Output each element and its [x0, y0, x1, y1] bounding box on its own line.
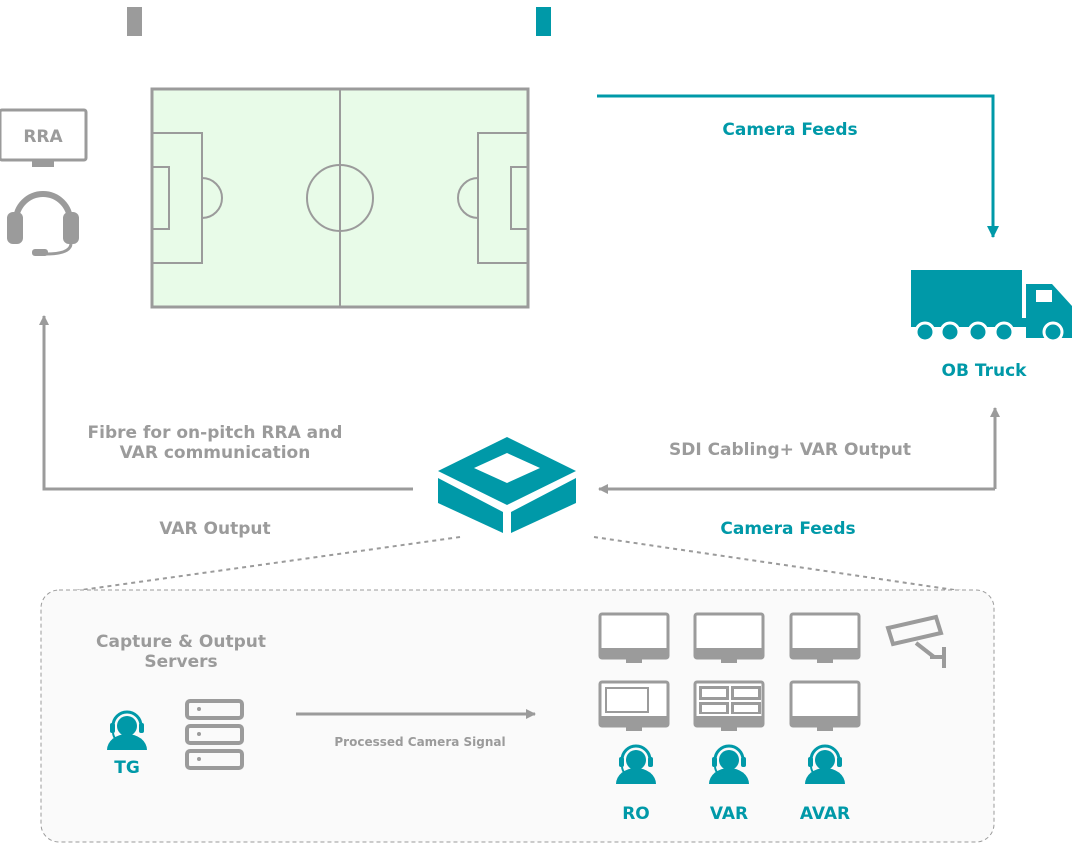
capture-servers-label-line2: Servers: [144, 652, 217, 672]
fibre-label-line2: VAR communication: [120, 443, 311, 463]
zoom-line-left: [59, 536, 461, 594]
sdi-output-label: SDI Cabling+ VAR Output: [669, 440, 911, 460]
monitor-icon: [693, 612, 765, 665]
rra-label: RRA: [23, 127, 63, 147]
rra-headset-icon: [7, 191, 79, 256]
zoom-line-right: [593, 536, 976, 594]
legend-swatch-teal: [536, 7, 551, 36]
security-camera-icon: [885, 614, 946, 668]
legend-swatch-gray: [127, 7, 142, 36]
server-rack-icon: [185, 699, 244, 770]
fibre-label-line1: Fibre for on-pitch RRA and: [88, 423, 343, 443]
camera-feeds-top-arrow: [597, 94, 999, 238]
monitor-icon: [789, 612, 861, 665]
monitor-icon: [598, 680, 670, 733]
camera-feeds-bottom-label: Camera Feeds: [720, 519, 855, 539]
var-label: VAR: [710, 804, 748, 824]
monitor-inset-icon: [605, 687, 649, 713]
multiview-grid-icon: [699, 686, 761, 714]
rra-monitor-icon: [0, 108, 88, 167]
processed-signal-label: Processed Camera Signal: [334, 735, 505, 749]
ob-truck-label: OB Truck: [942, 361, 1028, 381]
monitor-icon: [598, 612, 670, 665]
tg-label: TG: [114, 758, 140, 778]
ro-label: RO: [622, 804, 650, 824]
fibre-to-rra-arrow: [39, 315, 413, 491]
hub-box-icon: [438, 437, 576, 533]
camera-feeds-top-label: Camera Feeds: [722, 120, 857, 140]
ob-truck-icon: [911, 270, 1072, 343]
capture-servers-label-line1: Capture & Output: [96, 632, 266, 652]
monitor-icon: [789, 680, 861, 733]
var-output-label: VAR Output: [159, 519, 270, 539]
avar-label: AVAR: [800, 804, 850, 824]
football-pitch: [150, 87, 530, 309]
